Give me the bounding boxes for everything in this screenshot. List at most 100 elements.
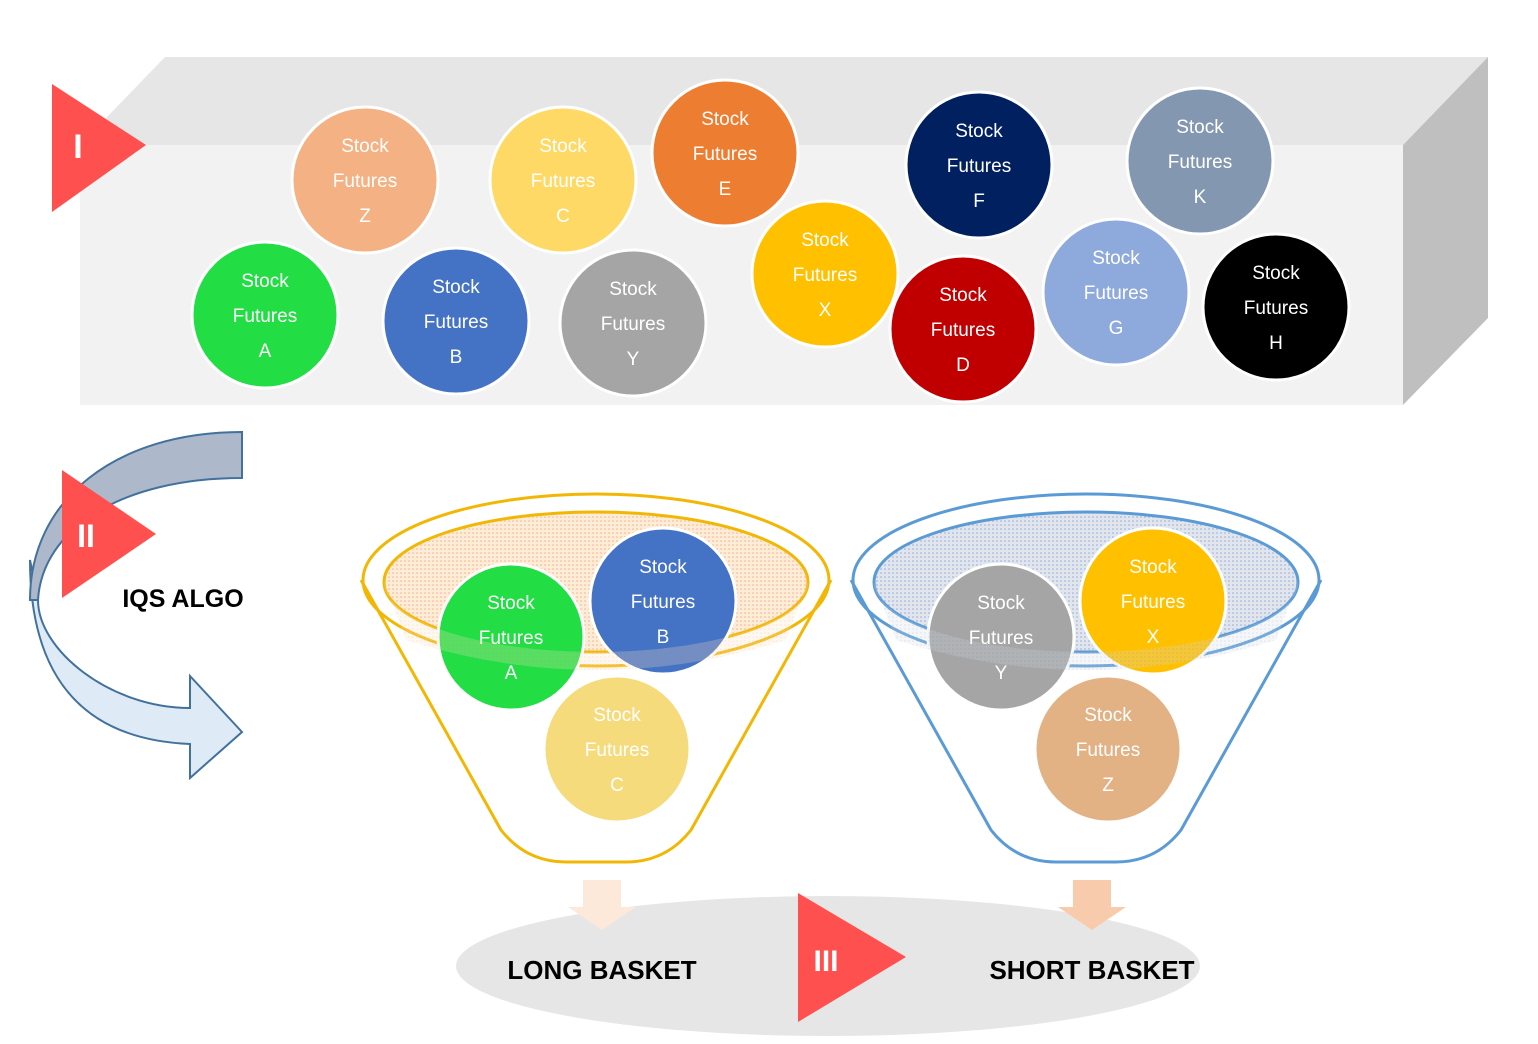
universe-ball-z-circle — [290, 105, 440, 255]
short-funnel-ball-x-letter: X — [1147, 627, 1160, 648]
curved-arrow — [28, 430, 244, 781]
long-basket-label: LONG BASKET — [507, 955, 696, 985]
long-funnel-ball-a-line1: Stock — [487, 593, 535, 614]
universe-ball-e-letter: E — [719, 179, 732, 200]
short-funnel-body — [849, 579, 1323, 864]
long-funnel-ball-c-circle — [542, 674, 692, 824]
universe-ball-d-letter: D — [956, 355, 970, 376]
step-3-marker — [798, 893, 906, 1022]
long-funnel-ball-b-line2: Futures — [631, 592, 695, 613]
universe-balls: StockFuturesZStockFuturesCStockFuturesES… — [190, 78, 1351, 404]
universe-ball-c-circle — [488, 105, 638, 255]
universe-ball-f-line1: Stock — [955, 121, 1003, 142]
short-down-arrow — [1058, 880, 1126, 930]
long-funnel-ball-b-line1: Stock — [639, 557, 687, 578]
universe-ball-z-letter: Z — [359, 206, 371, 227]
universe-ball-a-letter: A — [259, 341, 272, 362]
algo-label: IQS ALGO — [122, 585, 243, 613]
universe-ball-g-line1: Stock — [1092, 248, 1140, 269]
universe-ball-x-circle — [750, 199, 900, 349]
universe-ball-a-circle — [190, 240, 340, 390]
universe-ball-f-letter: F — [973, 191, 985, 212]
universe-ball-k-line2: Futures — [1168, 152, 1232, 173]
step-3-label: III — [813, 945, 838, 978]
long-funnel-ball-b-letter: B — [657, 627, 670, 648]
short-funnel-ball-x-line1: Stock — [1129, 557, 1177, 578]
short-funnel-ball-z-circle — [1033, 674, 1183, 824]
long-funnel-ball-c-letter: C — [610, 775, 624, 796]
long-funnel-ball-b-circle — [588, 526, 738, 676]
short-funnel-depth-overlay — [874, 582, 1298, 670]
universe-ball-k-circle — [1125, 86, 1275, 236]
universe-ball-c-letter: C — [556, 206, 570, 227]
universe-ball-x-line1: Stock — [801, 230, 849, 251]
universe-ball-h-line2: Futures — [1244, 298, 1308, 319]
long-funnel-depth-overlay — [384, 582, 808, 670]
universe-ball-k-line1: Stock — [1176, 117, 1224, 138]
short-funnel-ball-y-letter: Y — [995, 663, 1008, 684]
universe-ball-b-line2: Futures — [424, 312, 488, 333]
universe-ball-a-line2: Futures — [233, 306, 297, 327]
universe-ball-b-line1: Stock — [432, 277, 480, 298]
step-1-label: I — [73, 128, 82, 166]
long-funnel-ball-c-line1: Stock — [593, 705, 641, 726]
universe-ball-e-line1: Stock — [701, 109, 749, 130]
universe-ball-g-line2: Futures — [1084, 283, 1148, 304]
universe-ball-h-line1: Stock — [1252, 263, 1300, 284]
universe-ball-c-line2: Futures — [531, 171, 595, 192]
curved-arrow-bottom — [29, 559, 244, 781]
universe-ball-f-line2: Futures — [947, 156, 1011, 177]
universe-ball-y-circle — [558, 248, 708, 398]
universe-ball-y-line1: Stock — [609, 279, 657, 300]
long-down-arrow — [568, 880, 636, 930]
universe-ball-g-letter: G — [1109, 318, 1124, 339]
step-1-marker — [52, 84, 146, 212]
universe-ball-f-circle — [904, 90, 1054, 240]
box-side-face — [1403, 57, 1488, 405]
step-2-label: II — [77, 518, 95, 554]
universe-ball-d-circle — [888, 254, 1038, 404]
universe-ball-h-circle — [1201, 232, 1351, 382]
short-funnel-ball-z-line2: Futures — [1076, 740, 1140, 761]
long-funnel-ball-a-letter: A — [505, 663, 518, 684]
universe-ball-g-circle — [1041, 217, 1191, 367]
universe-ball-x-line2: Futures — [793, 265, 857, 286]
universe-ball-a-line1: Stock — [241, 271, 289, 292]
step-2-marker — [62, 470, 156, 598]
short-funnel-ball-x-circle — [1078, 526, 1228, 676]
universe-ball-b-circle — [381, 246, 531, 396]
universe-ball-k-letter: K — [1194, 187, 1207, 208]
short-funnel-ball-y-line1: Stock — [977, 593, 1025, 614]
universe-ball-e-circle — [650, 78, 800, 228]
universe-ball-z-line1: Stock — [341, 136, 389, 157]
universe-ball-e-line2: Futures — [693, 144, 757, 165]
long-funnel-ball-c-line2: Futures — [585, 740, 649, 761]
short-basket-label: SHORT BASKET — [989, 955, 1194, 985]
universe-ball-z-line2: Futures — [333, 171, 397, 192]
curved-arrow-top — [28, 430, 243, 601]
universe-ball-c-line1: Stock — [539, 136, 587, 157]
universe-ball-b-letter: B — [450, 347, 463, 368]
long-funnel-body — [359, 579, 833, 864]
short-funnel-ball-z-letter: Z — [1102, 775, 1114, 796]
